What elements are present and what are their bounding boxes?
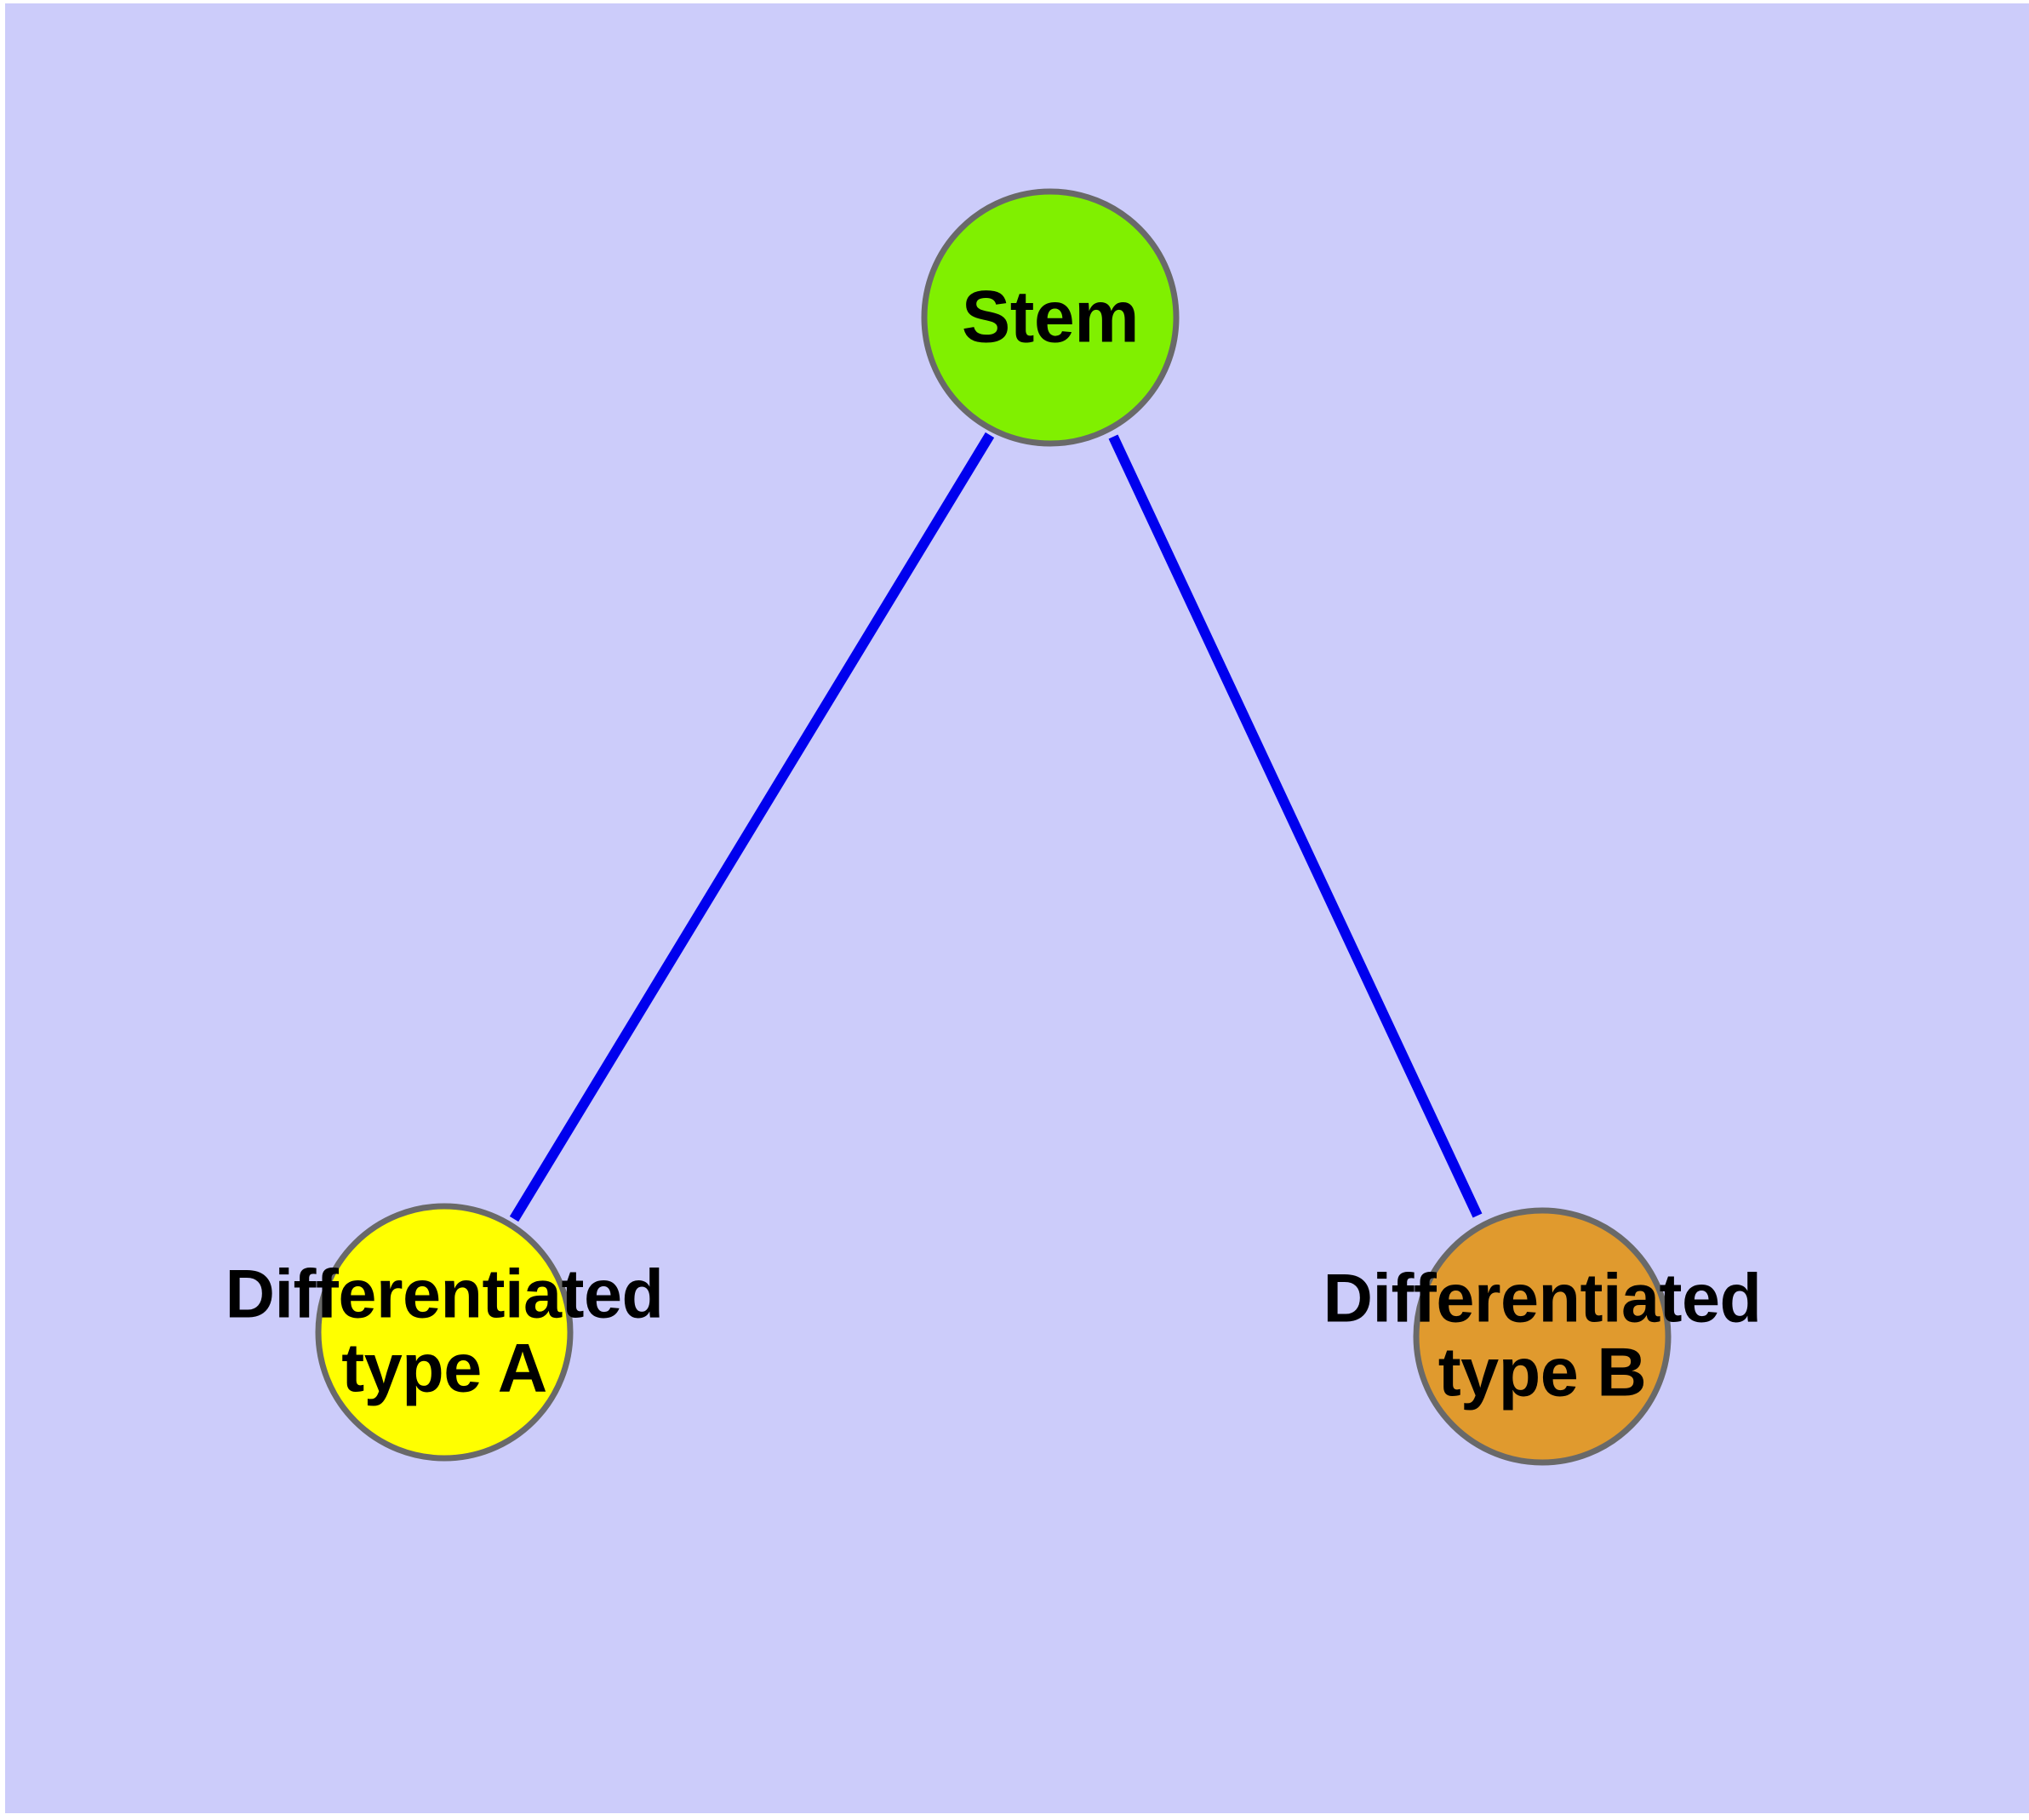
node-differentiated-type-b[interactable] — [1413, 1207, 1672, 1466]
node-stem[interactable] — [921, 188, 1180, 447]
node-layer — [315, 188, 1672, 1466]
edge-stem-to-type-a[interactable] — [509, 432, 995, 1222]
edge-layer — [509, 432, 1483, 1222]
edge-stem-to-type-b[interactable] — [1108, 434, 1483, 1218]
node-differentiated-type-a[interactable] — [315, 1203, 574, 1462]
